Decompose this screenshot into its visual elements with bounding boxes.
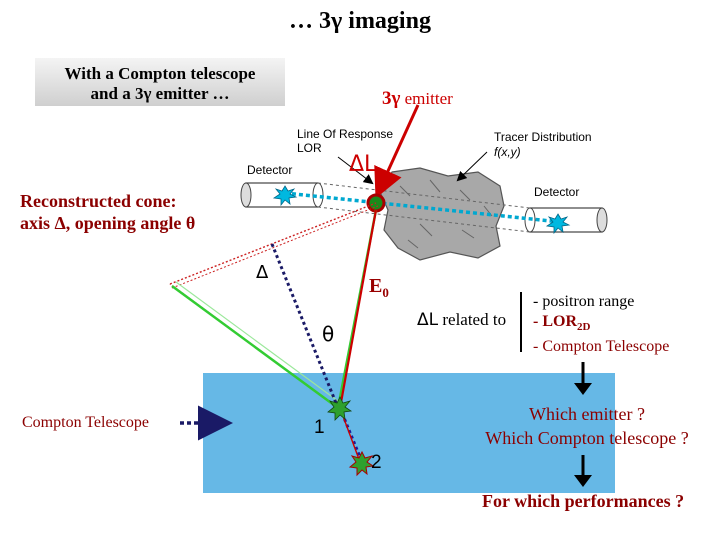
star-burst-icon (545, 213, 571, 235)
delta-l-related: ΔL related to (417, 310, 506, 330)
interaction-point-1-label: 1 (314, 417, 325, 438)
question-telescope: Which Compton telescope ? (485, 428, 689, 448)
range-item-lor2d-prefix: - LOR (533, 313, 577, 330)
star-burst-icon (272, 185, 298, 207)
right-detector (524, 207, 608, 233)
range-item-compton: - Compton Telescope (533, 338, 670, 356)
interaction-point-2-label: 2 (371, 452, 382, 473)
e0-base: E (369, 275, 383, 297)
delta-l-label: ΔL (349, 152, 377, 177)
emitter-label-suffix: emitter (400, 89, 453, 108)
scatter-line (338, 407, 364, 463)
intro-line-1: With a Compton telescope (64, 64, 256, 83)
page-title: … 3γ imaging (289, 8, 431, 34)
range-bracket (520, 292, 522, 352)
tracer-blob (379, 167, 505, 261)
reconstructed-cone-line-1: Reconstructed cone: (20, 191, 177, 211)
gamma-e0-line (338, 209, 378, 409)
range-list: - positron range - LOR2D - Compton Teles… (533, 292, 669, 357)
down-arrow-icon (574, 362, 592, 395)
delta-l-related-text: related to (438, 310, 507, 329)
detector-right-label: Detector (534, 185, 579, 199)
range-item-lor2d-sub: 2D (577, 321, 591, 334)
delta-symbol: Δ (256, 262, 269, 283)
e0-sub: 0 (382, 285, 389, 300)
emitter-label: 3γ emitter (382, 88, 453, 110)
intro-line-2: and a 3γ emitter … (90, 84, 230, 103)
compton-telescope-label: Compton Telescope (22, 414, 150, 431)
tracer-label-line2: f(x,y) (494, 145, 521, 159)
detector-left-label: Detector (247, 163, 292, 177)
down-arrow-icon (574, 455, 592, 487)
range-item-positron: - positron range (533, 293, 635, 310)
star-burst-icon (327, 396, 353, 421)
lor-label-line2: LOR (297, 141, 322, 155)
delta-l-related-symbol: ΔL (417, 310, 439, 330)
intro-box: With a Compton telescope and a 3γ emitte… (35, 58, 285, 106)
reconstructed-cone-line-2: axis Δ, opening angle θ (20, 213, 196, 233)
compton-telescope-block (203, 373, 615, 493)
performance-question: For which performances ? (482, 491, 685, 511)
reconstructed-cone-label: Reconstructed cone: axis Δ, opening angl… (20, 190, 195, 234)
range-item-lor2d: - LOR2D (533, 312, 669, 337)
tracer-label-line1: Tracer Distribution (494, 130, 592, 144)
e0-label: E0 (369, 275, 389, 301)
lor-label-line1: Line Of Response (297, 127, 393, 141)
questions: Which emitter ? Which Compton telescope … (462, 402, 712, 450)
emitter-label-prefix: 3γ (382, 88, 401, 109)
star-burst-icon (348, 450, 375, 477)
theta-symbol: θ (322, 322, 335, 346)
cone-edge-green (171, 284, 339, 410)
emitter-arrow (374, 104, 420, 199)
question-emitter: Which emitter ? (529, 404, 645, 424)
